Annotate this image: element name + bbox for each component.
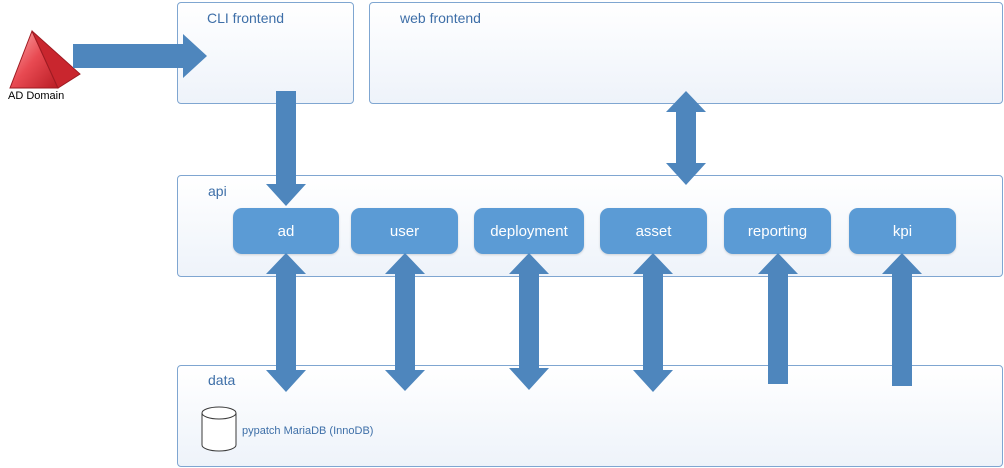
arrow-deployment-data: [509, 253, 549, 390]
data-box: [177, 365, 1003, 467]
api-module-kpi: kpi: [849, 208, 956, 254]
api-module-reporting: reporting: [724, 208, 831, 254]
pyramid-icon: [9, 29, 81, 89]
web-frontend-title: web frontend: [400, 10, 481, 26]
arrow-ad-to-cli: [73, 34, 207, 78]
arrow-ad-data: [266, 253, 306, 392]
data-title: data: [208, 372, 236, 388]
arrow-web-api: [666, 91, 706, 185]
api-title: api: [208, 183, 227, 199]
cli-frontend-box: [177, 2, 354, 104]
api-module-asset: asset: [600, 208, 707, 254]
arrow-cli-to-api: [266, 91, 306, 206]
arrow-data-to-kpi: [882, 253, 922, 386]
ad-domain-label: AD Domain: [8, 90, 65, 102]
arrow-asset-data: [633, 253, 673, 392]
web-frontend-box: [369, 2, 1003, 104]
api-module-user: user: [351, 208, 458, 254]
database-icon: [201, 406, 237, 452]
api-module-deployment: deployment: [474, 208, 584, 254]
api-module-ad: ad: [233, 208, 339, 254]
cli-frontend-title: CLI frontend: [207, 10, 285, 26]
arrow-data-to-reporting: [758, 253, 798, 384]
arrow-user-data: [385, 253, 425, 391]
database-label: pypatch MariaDB (InnoDB): [242, 425, 374, 437]
